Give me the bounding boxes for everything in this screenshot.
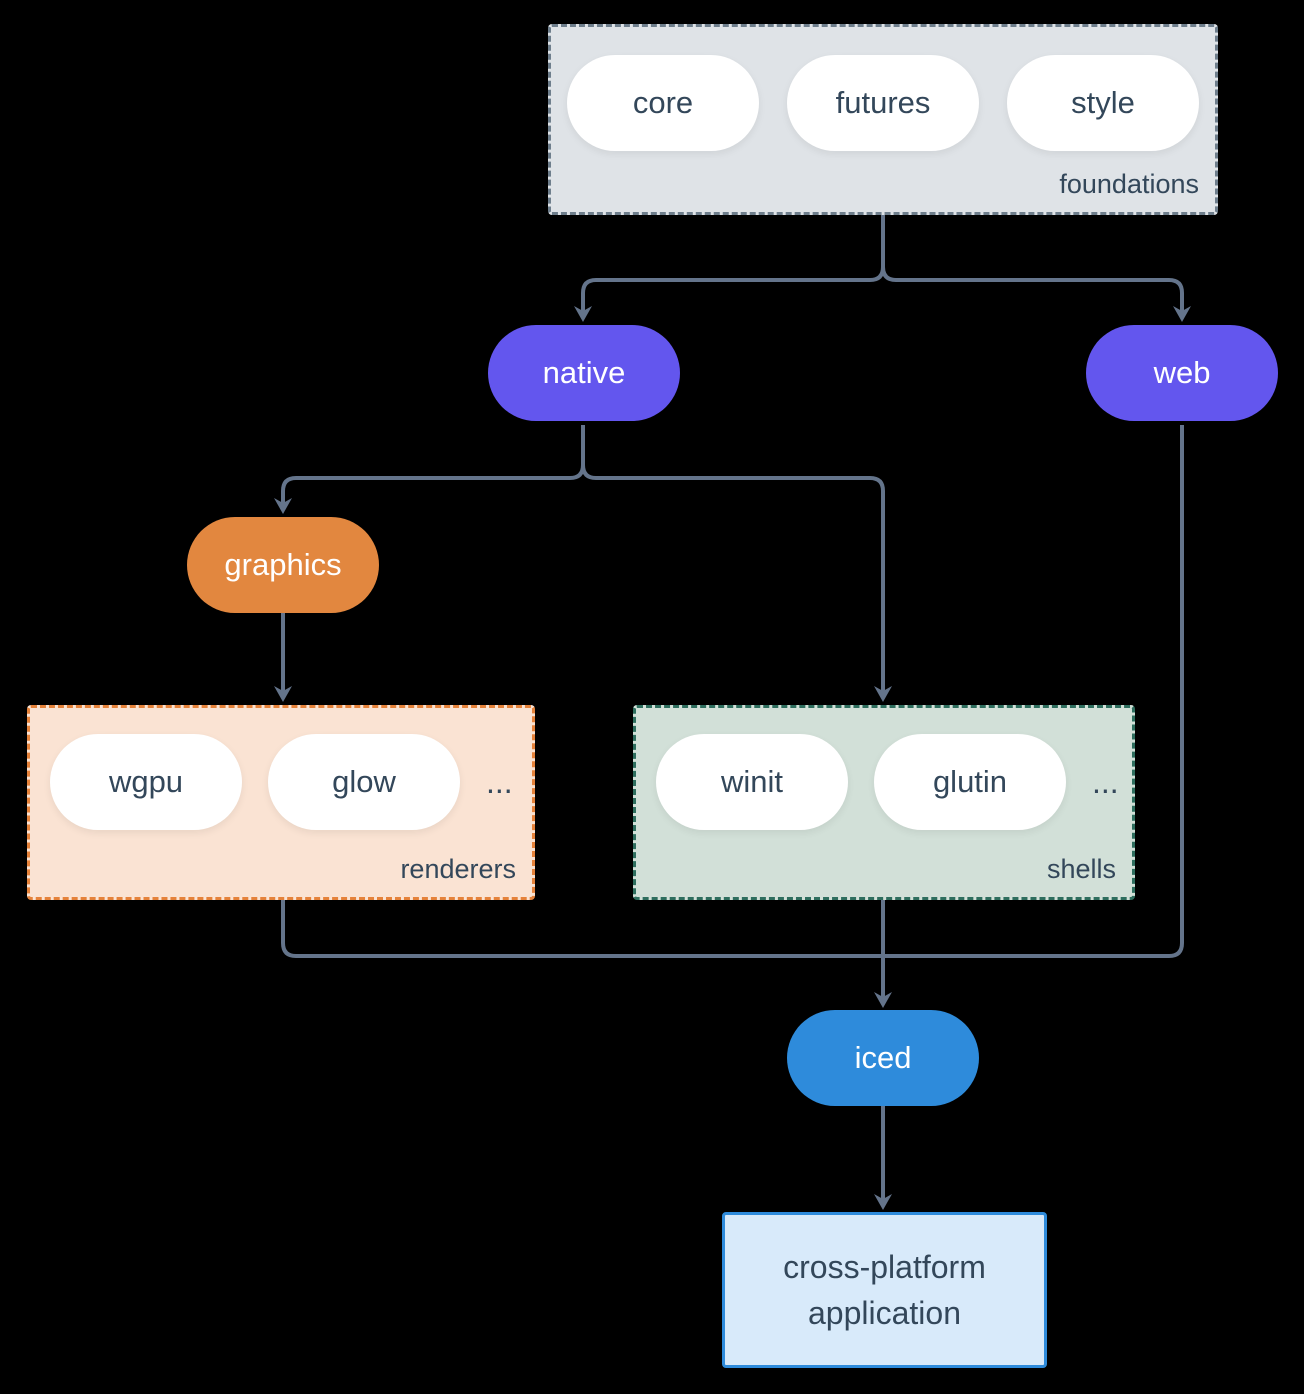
application-label-line1: cross-platform	[783, 1248, 986, 1285]
arrowhead-application	[874, 1194, 892, 1210]
foundations-pill-row: core futures style	[551, 27, 1215, 151]
edge-native-shells	[581, 425, 885, 691]
foundations-label: foundations	[1059, 169, 1199, 199]
group-foundations: core futures style foundations	[548, 24, 1218, 215]
node-cross-platform-application: cross-platform application	[722, 1212, 1047, 1368]
node-glow: glow	[268, 734, 460, 830]
edge-native-graphics	[281, 425, 585, 503]
node-style: style	[1007, 55, 1199, 151]
renderers-label: renderers	[400, 854, 516, 884]
arrowhead-web	[1173, 306, 1191, 322]
edge-web-merge	[883, 425, 1184, 958]
group-renderers: wgpu glow ... renderers	[27, 705, 535, 900]
edge-renderers-merge	[281, 900, 883, 958]
arrowhead-graphics	[274, 498, 292, 514]
node-graphics: graphics	[187, 517, 379, 613]
arrowhead-renderers	[274, 686, 292, 702]
node-futures: futures	[787, 55, 979, 151]
node-core: core	[567, 55, 759, 151]
edge-foundations-web	[881, 215, 1184, 311]
shells-label: shells	[1046, 854, 1116, 884]
renderers-ellipsis: ...	[486, 763, 513, 800]
renderers-pill-row: wgpu glow ...	[30, 708, 532, 830]
application-label-line2: application	[808, 1295, 961, 1331]
group-shells: winit glutin ... shells	[633, 705, 1135, 900]
node-native: native	[488, 325, 680, 421]
arrowhead-native	[574, 306, 592, 322]
node-glutin: glutin	[874, 734, 1066, 830]
node-web: web	[1086, 325, 1278, 421]
shells-ellipsis: ...	[1092, 763, 1119, 800]
node-winit: winit	[656, 734, 848, 830]
node-wgpu: wgpu	[50, 734, 242, 830]
arrowhead-iced	[874, 992, 892, 1008]
shells-pill-row: winit glutin ...	[636, 708, 1132, 830]
edge-foundations-native	[581, 215, 885, 311]
node-iced: iced	[787, 1010, 979, 1106]
arrowhead-shells	[874, 686, 892, 702]
